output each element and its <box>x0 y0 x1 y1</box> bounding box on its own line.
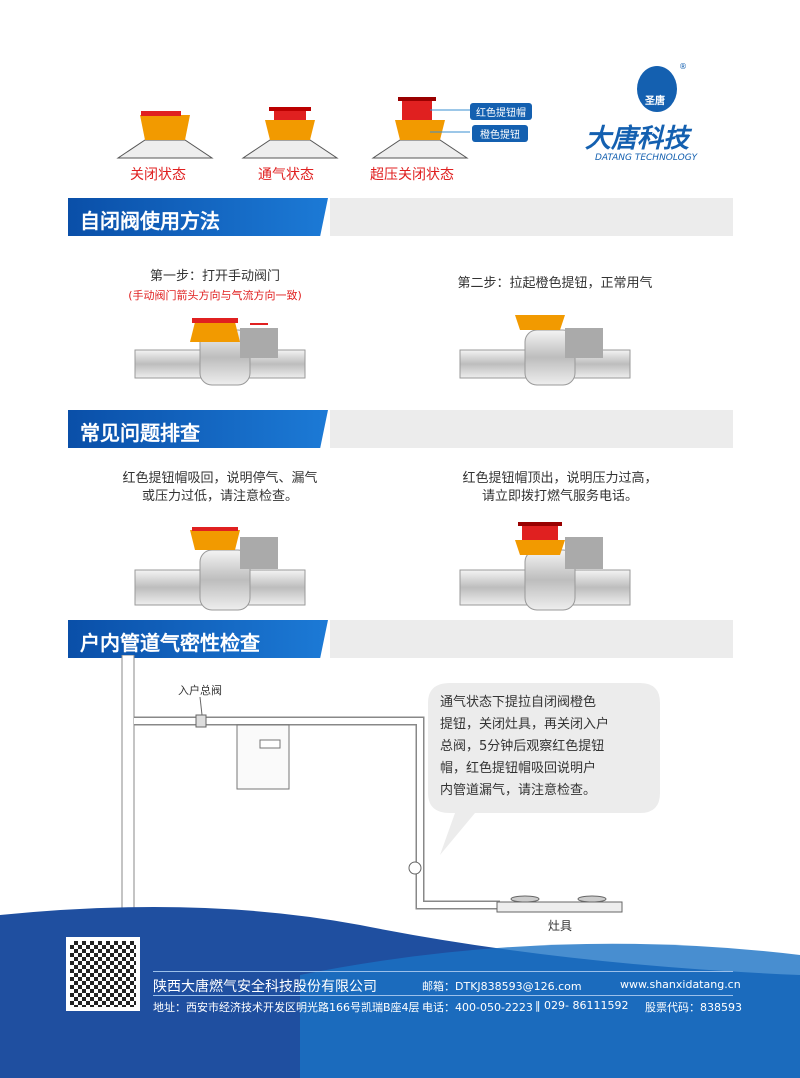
section-header-airtight: 户内管道气密性检查 <box>68 620 733 658</box>
phone: 电话：400-050-2223 <box>422 1001 533 1014</box>
main-valve-label: 入户总阀 <box>178 684 222 697</box>
footer-wave <box>0 907 800 1078</box>
website-link[interactable]: www.shanxidatang.cn <box>620 978 741 991</box>
pipe-diagram <box>121 655 660 921</box>
valve-step2 <box>459 315 631 386</box>
gas-meter-icon <box>236 724 290 790</box>
company-logo: 圣唐 ® 大唐科技 DATANG TECHNOLOGY <box>585 62 698 163</box>
email: 邮箱：DTKJ838593@126.com <box>422 980 582 993</box>
valve-trouble-right <box>459 522 631 611</box>
self-closing-valve-icon <box>408 861 422 875</box>
trouble-right-line2: 请立即拨打燃气服务电话。 <box>481 489 638 504</box>
overpressure-state-label: 超压关闭状态 <box>370 167 454 183</box>
step1-text: 第一步：打开手动阀门 <box>149 269 280 284</box>
closed-state-icon <box>116 111 214 159</box>
stock-code: 股票代码：838593 <box>645 1001 742 1014</box>
valve-trouble-left <box>134 527 306 611</box>
trouble-left-line1: 红色提钮帽吸回，说明停气、漏气 <box>122 471 318 486</box>
qr-code <box>66 937 140 1011</box>
vent-state-icon <box>241 107 339 159</box>
orange-knob-callout: 橙色提钮 <box>472 125 528 142</box>
step2-text: 第二步：拉起橙色提钮，正常用气 <box>457 276 653 291</box>
red-cap-callout: 红色提钮帽 <box>470 103 532 120</box>
trouble-left-line2: 或压力过低，请注意检查。 <box>141 489 298 504</box>
valve-step1 <box>134 318 306 386</box>
trouble-right-line1: 红色提钮帽顶出，说明压力过高， <box>462 471 658 486</box>
address: 地址：西安市经济技术开发区明光路166号凯瑞B座4层 <box>153 1001 420 1014</box>
speech-bubble <box>428 683 660 855</box>
bubble-text: 通气状态下提拉自闭阀橙色提钮，关闭灶具，再关闭入户总阀，5分钟后观察红色提钮帽，… <box>440 695 610 798</box>
step1-note: (手动阀门箭头方向与气流方向一致) <box>128 289 302 302</box>
section-header-troubleshoot: 常见问题排查 <box>68 410 733 448</box>
company-name: 陕西大唐燃气安全科技股份有限公司 <box>153 979 377 995</box>
main-valve-icon <box>195 714 207 728</box>
valve-state-icons <box>116 97 470 159</box>
stove-icon <box>496 895 623 913</box>
valve-illustrations <box>134 315 631 611</box>
vent-state-label: 通气状态 <box>258 167 314 183</box>
phone-secondary: ‖ 029- 86111592 <box>535 999 629 1012</box>
stove-label: 灶具 <box>548 919 573 933</box>
closed-state-label: 关闭状态 <box>130 167 186 183</box>
overpressure-state-icon <box>371 97 470 159</box>
section-header-usage: 自闭阀使用方法 <box>68 198 733 236</box>
